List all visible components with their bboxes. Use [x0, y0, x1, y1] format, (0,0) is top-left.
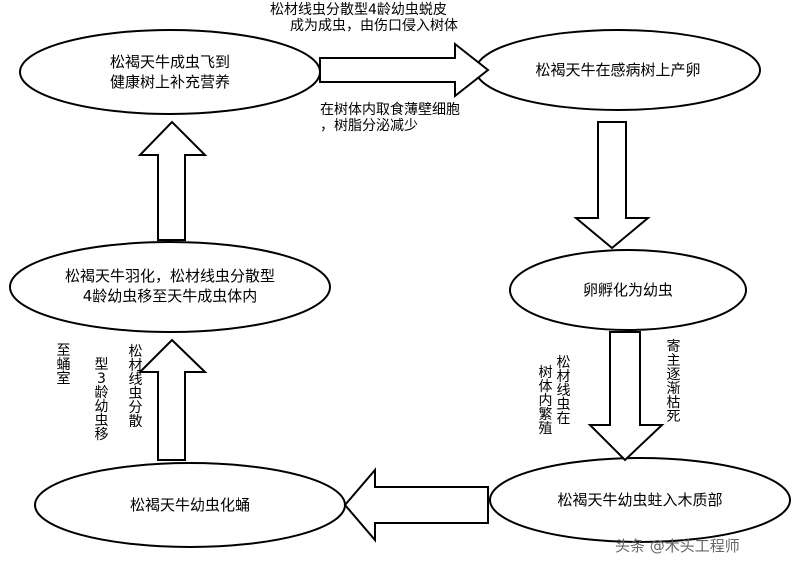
- annotation-top-below: 在树体内取食薄壁细胞 ，树脂分泌减少: [320, 102, 460, 134]
- arrow-pupate-to-eclosion: [137, 338, 208, 461]
- node-hatch-label: 卵孵化为幼虫: [582, 281, 673, 299]
- arrow-eclosion-to-adult: [137, 120, 208, 241]
- node-bore-wood-label: 松褐天牛幼虫蛀入木质部: [557, 491, 723, 509]
- node-pupate-label: 松褐天牛幼虫化蛹: [129, 496, 250, 514]
- annotation-left-outer: 至蛹室: [56, 343, 71, 387]
- annotation-top-above: 松材线虫分散型4龄幼虫蜕皮 成为成虫，由伤口侵入树体: [270, 2, 458, 34]
- arrow-adult-to-lay-eggs: [319, 41, 490, 99]
- arrow-hatch-to-bore: [587, 331, 665, 462]
- arrow-lay-eggs-to-hatch: [573, 121, 651, 250]
- node-adult-supplement-label: 松褐天牛成虫飞到 健康树上补充营养: [109, 53, 230, 91]
- annotation-left-middle: 型3龄幼虫移: [94, 357, 109, 443]
- annotation-left-inner: 松材线虫分散: [128, 344, 143, 430]
- annotation-right-outer: 寄主逐渐枯死: [666, 339, 681, 425]
- node-eclosion-label: 松褐天牛羽化，松材线虫分散型 4龄幼虫移至天牛成虫体内: [64, 267, 275, 305]
- node-bore-wood-ellipse: [489, 457, 791, 543]
- arrow-bore-to-pupate: [343, 467, 489, 543]
- node-eclosion-ellipse: [9, 241, 331, 333]
- node-lay-eggs-label: 松褐天牛在感病树上产卵: [535, 61, 701, 79]
- node-hatch-ellipse: [509, 249, 747, 331]
- watermark: 头条 @木头工程师: [615, 537, 740, 555]
